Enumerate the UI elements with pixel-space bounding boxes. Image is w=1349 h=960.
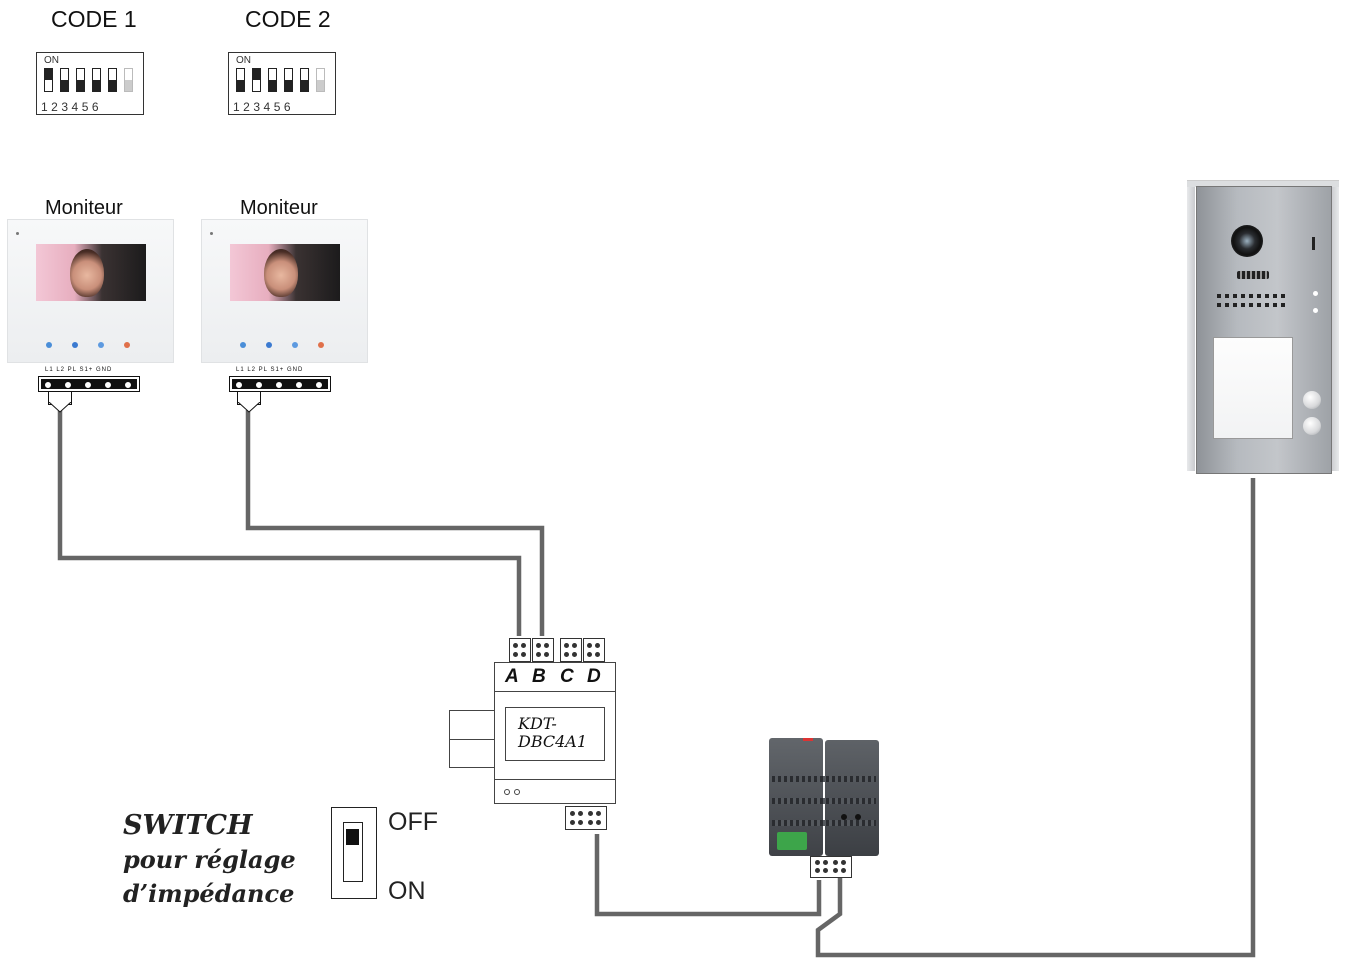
door-panel-hood	[1187, 180, 1339, 481]
monitor2-title: Moniteur	[240, 197, 318, 219]
switch-subtitle-line1: pour réglage	[123, 845, 296, 874]
intercom-icon	[72, 342, 78, 348]
code2-dip-switch: ON 123456	[228, 52, 336, 115]
monitor2-terminal: L1 L2 PL S1+ GND	[229, 367, 331, 392]
monitor-screen	[36, 244, 146, 301]
dip-numbers: 123456	[233, 100, 295, 114]
power-icon	[240, 342, 246, 348]
port-c-connector	[560, 638, 582, 662]
switch-on-label: ON	[388, 877, 426, 905]
port-d-label: D	[587, 666, 601, 687]
speaker-grille	[1237, 271, 1269, 279]
terminal-labels: L1 L2 PL S1+ GND	[236, 367, 304, 373]
port-b-connector	[532, 638, 554, 662]
port-c-label: C	[560, 666, 574, 687]
port-b-label: B	[532, 666, 546, 687]
distributor-output-connector	[565, 806, 607, 830]
mute-icon	[318, 342, 324, 348]
wire-monitor1	[57, 410, 522, 636]
dip-numbers: 123456	[41, 100, 103, 114]
distributor-name-line2: DBC4A1	[518, 732, 588, 751]
port-a-label: A	[505, 666, 519, 687]
distributor-din-clip	[449, 710, 499, 768]
distributor-label-box: KDT- DBC4A1	[505, 707, 605, 761]
switch-title: SWITCH	[123, 810, 253, 841]
impedance-switch-knob	[346, 829, 359, 845]
mute-icon	[124, 342, 130, 348]
port-a-connector	[509, 638, 531, 662]
call-button-2[interactable]	[1303, 417, 1321, 435]
name-plate	[1213, 337, 1293, 439]
power-icon	[46, 342, 52, 348]
dip-on-label: ON	[44, 55, 59, 66]
door-panel	[1196, 186, 1332, 474]
port-d-connector	[583, 638, 605, 662]
switch-off-label: OFF	[388, 808, 438, 836]
code1-dip-switch: ON 123456	[36, 52, 144, 115]
monitor-screen	[230, 244, 340, 301]
mic-grille-row1	[1217, 294, 1287, 298]
distributor-kdt-dbc4a1: A B C D KDT- DBC4A1	[494, 662, 616, 804]
switch-subtitle-line2: d’impédance	[123, 879, 295, 908]
psu-output-connector	[810, 856, 852, 878]
code2-title: CODE 2	[245, 6, 331, 32]
impedance-switch	[331, 807, 377, 899]
monitor1	[7, 219, 174, 363]
wire-psu-doorpanel	[815, 478, 1256, 958]
intercom-icon	[266, 342, 272, 348]
lock-icon	[1301, 290, 1308, 297]
code1-title: CODE 1	[51, 6, 137, 32]
monitor2	[201, 219, 368, 363]
mic-grille-row2	[1217, 303, 1287, 307]
terminal-labels: L1 L2 PL S1+ GND	[45, 367, 113, 373]
key-icon	[292, 342, 298, 348]
call-button-1[interactable]	[1303, 391, 1321, 409]
power-supply	[769, 738, 879, 856]
key-icon	[98, 342, 104, 348]
distributor-name-line1: KDT-	[518, 714, 557, 733]
wire-monitor2	[245, 410, 545, 636]
impedance-switch-track	[343, 822, 363, 882]
camera-icon	[1231, 225, 1263, 257]
monitor1-title: Moniteur	[45, 197, 123, 219]
monitor1-terminal: L1 L2 PL S1+ GND	[38, 367, 140, 392]
psu-green-terminal	[777, 832, 807, 850]
dip-on-label: ON	[236, 55, 251, 66]
wire-distributor-psu	[594, 834, 822, 917]
